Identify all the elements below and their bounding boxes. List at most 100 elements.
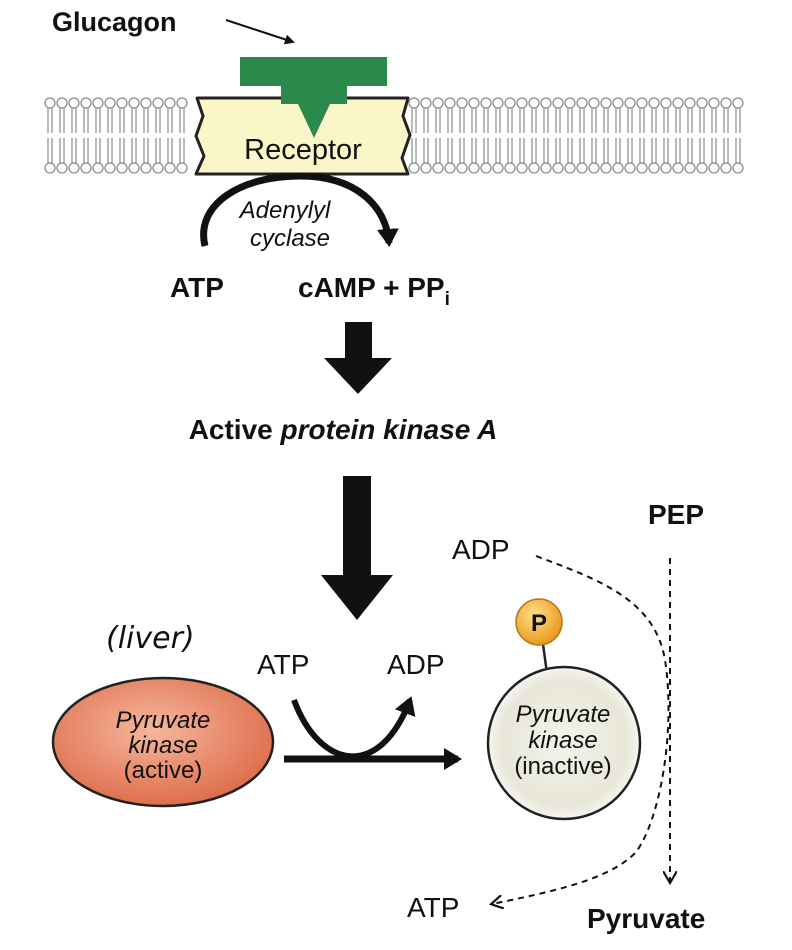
- adp-phosphate-product-label: ADP: [387, 649, 445, 680]
- phospholipid-head: [176, 97, 188, 109]
- cyclase-label: cyclase: [250, 225, 330, 252]
- phospholipid-head: [480, 162, 492, 174]
- phospholipid-head: [420, 97, 432, 109]
- cell-membrane-right: [408, 97, 744, 174]
- receptor-label: Receptor: [244, 134, 362, 166]
- phospholipid-head: [408, 162, 420, 174]
- phospholipid-head: [444, 97, 456, 109]
- phospholipid-head: [140, 97, 152, 109]
- phospholipid-head: [612, 162, 624, 174]
- cell-membrane-left: [44, 97, 188, 174]
- phospholipid-head: [468, 162, 480, 174]
- ppi-subscript: i: [445, 289, 450, 310]
- phospholipid-head: [152, 162, 164, 174]
- pka-italic: protein kinase A: [280, 414, 498, 445]
- phospholipid-head: [128, 162, 140, 174]
- atp-phosphate-donor-label: ATP: [257, 649, 309, 680]
- phospholipid-head: [696, 162, 708, 174]
- phospholipid-head: [624, 97, 636, 109]
- phospholipid-head: [660, 97, 672, 109]
- phospholipid-head: [140, 162, 152, 174]
- phospholipid-head: [456, 97, 468, 109]
- pyruvate-label: Pyruvate: [587, 903, 705, 934]
- phospholipid-head: [44, 162, 56, 174]
- phospholipid-head: [552, 162, 564, 174]
- phospholipid-head: [68, 162, 80, 174]
- pk-inactive-line1: Pyruvate: [516, 701, 611, 728]
- pep-label: PEP: [648, 499, 704, 530]
- phospholipid-head: [576, 97, 588, 109]
- phospholipid-head: [80, 162, 92, 174]
- phospholipid-head: [600, 97, 612, 109]
- phospholipid-head: [44, 97, 56, 109]
- phospholipid-head: [660, 162, 672, 174]
- active-prefix: Active: [189, 414, 281, 445]
- adenylyl-label: Adenylyl: [238, 197, 331, 224]
- pk-active-line2: kinase: [128, 732, 197, 759]
- phosphate-label: P: [531, 610, 547, 637]
- phospholipid-head: [708, 162, 720, 174]
- atp-product-label: ATP: [407, 892, 459, 923]
- phospholipid-head: [576, 162, 588, 174]
- phospholipid-head: [492, 97, 504, 109]
- adp-to-atp-dashed-arrow: [492, 555, 670, 904]
- phospholipid-head: [528, 162, 540, 174]
- phospholipid-head: [504, 162, 516, 174]
- phospholipid-head: [624, 162, 636, 174]
- phospholipid-head: [648, 97, 660, 109]
- phospholipid-head: [164, 97, 176, 109]
- phospholipid-head: [564, 97, 576, 109]
- phospholipid-head: [540, 162, 552, 174]
- phospholipid-head: [480, 97, 492, 109]
- phospholipid-head: [420, 162, 432, 174]
- phospholipid-head: [68, 97, 80, 109]
- phospholipid-head: [456, 162, 468, 174]
- pyruvate-kinase-inactive-enzyme: [486, 665, 642, 821]
- phospholipid-head: [152, 97, 164, 109]
- glucagon-ligand-icon: [240, 57, 387, 138]
- phospholipid-head: [540, 97, 552, 109]
- pk-active-line3: (active): [124, 757, 203, 784]
- camp-pp-text: cAMP + PP: [298, 272, 445, 303]
- phosphate-group-icon: [515, 598, 563, 646]
- phospholipid-head: [684, 162, 696, 174]
- pk-inactive-line2: kinase: [528, 727, 597, 754]
- camp-ppi-label: cAMP + PPi: [298, 272, 450, 310]
- phospholipid-head: [588, 162, 600, 174]
- phospholipid-head: [92, 97, 104, 109]
- phospholipid-head: [128, 97, 140, 109]
- pk-inactive-line3: (inactive): [514, 753, 611, 780]
- phospholipid-head: [732, 162, 744, 174]
- phospholipid-head: [684, 97, 696, 109]
- phospholipid-head: [720, 97, 732, 109]
- phospholipid-head: [732, 97, 744, 109]
- phospholipid-head: [432, 97, 444, 109]
- phospholipid-head: [648, 162, 660, 174]
- pyruvate-kinase-active-enzyme: [51, 676, 275, 808]
- phospholipid-head: [432, 162, 444, 174]
- phospholipid-head: [116, 97, 128, 109]
- phospholipid-head: [636, 97, 648, 109]
- phospholipid-head: [696, 97, 708, 109]
- phospholipid-head: [528, 97, 540, 109]
- down-arrow-to-pka: [324, 322, 392, 394]
- phospholipid-head: [176, 162, 188, 174]
- pk-active-line1: Pyruvate: [116, 707, 211, 734]
- phospholipid-head: [56, 162, 68, 174]
- atp-to-adp-curved-arrow: [291, 696, 416, 760]
- receptor-shape: [194, 96, 412, 176]
- liver-label: (liver): [106, 621, 195, 656]
- glucagon-pointer-arrow: [225, 19, 295, 45]
- phospholipid-head: [636, 162, 648, 174]
- phospholipid-head: [80, 97, 92, 109]
- phospholipid-head: [564, 162, 576, 174]
- phospholipid-head: [104, 162, 116, 174]
- phospholipid-head: [104, 97, 116, 109]
- phospholipid-head: [672, 162, 684, 174]
- phospholipid-head: [408, 97, 420, 109]
- down-arrow-to-phosphorylation: [321, 476, 393, 620]
- phospholipid-head: [492, 162, 504, 174]
- phospholipid-head: [720, 162, 732, 174]
- phospholipid-head: [444, 162, 456, 174]
